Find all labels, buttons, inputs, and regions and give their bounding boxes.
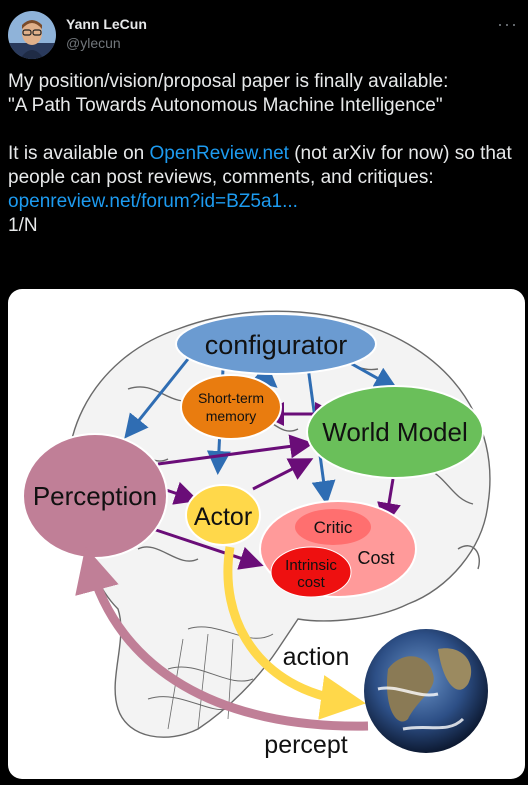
world-model-ellipse	[306, 385, 484, 479]
critic-label: Critic	[314, 518, 353, 537]
architecture-diagram: configurator Short-term memory World Mod…	[22, 310, 491, 759]
perception-label: Perception	[33, 481, 157, 511]
actor-label: Actor	[194, 503, 252, 531]
actor-ellipse	[185, 484, 261, 546]
short-term-memory-label-2: memory	[206, 408, 257, 424]
intrinsic-cost-ellipse	[270, 546, 352, 598]
paragraph-suffix: (not arXiv for now) so that people can p…	[8, 143, 512, 188]
short-term-memory-ellipse	[180, 374, 282, 440]
more-options-icon[interactable]: ···	[497, 14, 518, 34]
tweet-line-1: My position/vision/proposal paper is fin…	[8, 71, 449, 92]
tweet-media-image[interactable]: configurator Short-term memory World Mod…	[8, 289, 525, 779]
configurator-ellipse	[175, 313, 377, 375]
percept-arrow	[75, 546, 369, 731]
tweet-line-2: "A Path Towards Autonomous Machine Intel…	[8, 95, 443, 116]
author-name[interactable]: Yann LeCun	[66, 16, 147, 32]
paper-url-link[interactable]: openreview.net/forum?id=BZ5a1...	[8, 191, 298, 212]
percept-label: percept	[264, 731, 347, 759]
world-model-label: World Model	[322, 417, 467, 447]
critic-ellipse	[295, 509, 371, 545]
tweet-text: My position/vision/proposal paper is fin…	[8, 70, 523, 238]
short-term-memory-label-1: Short-term	[198, 390, 264, 406]
intrinsic-cost-label-2: cost	[297, 574, 325, 591]
author-handle[interactable]: @ylecun	[66, 35, 121, 51]
cost-label: Cost	[357, 548, 394, 568]
intrinsic-cost-label-1: Intrinsic	[285, 557, 337, 574]
openreview-link[interactable]: OpenReview.net	[149, 143, 289, 164]
thread-marker: 1/N	[8, 215, 38, 236]
tweet-paragraph-2: It is available on OpenReview.net (not a…	[8, 142, 523, 190]
configurator-label: configurator	[205, 330, 348, 360]
paragraph-prefix: It is available on	[8, 143, 150, 164]
avatar-image	[8, 11, 56, 59]
action-label: action	[283, 643, 350, 671]
avatar[interactable]	[8, 11, 56, 59]
action-arrow	[223, 546, 366, 720]
earth-image	[364, 629, 488, 753]
